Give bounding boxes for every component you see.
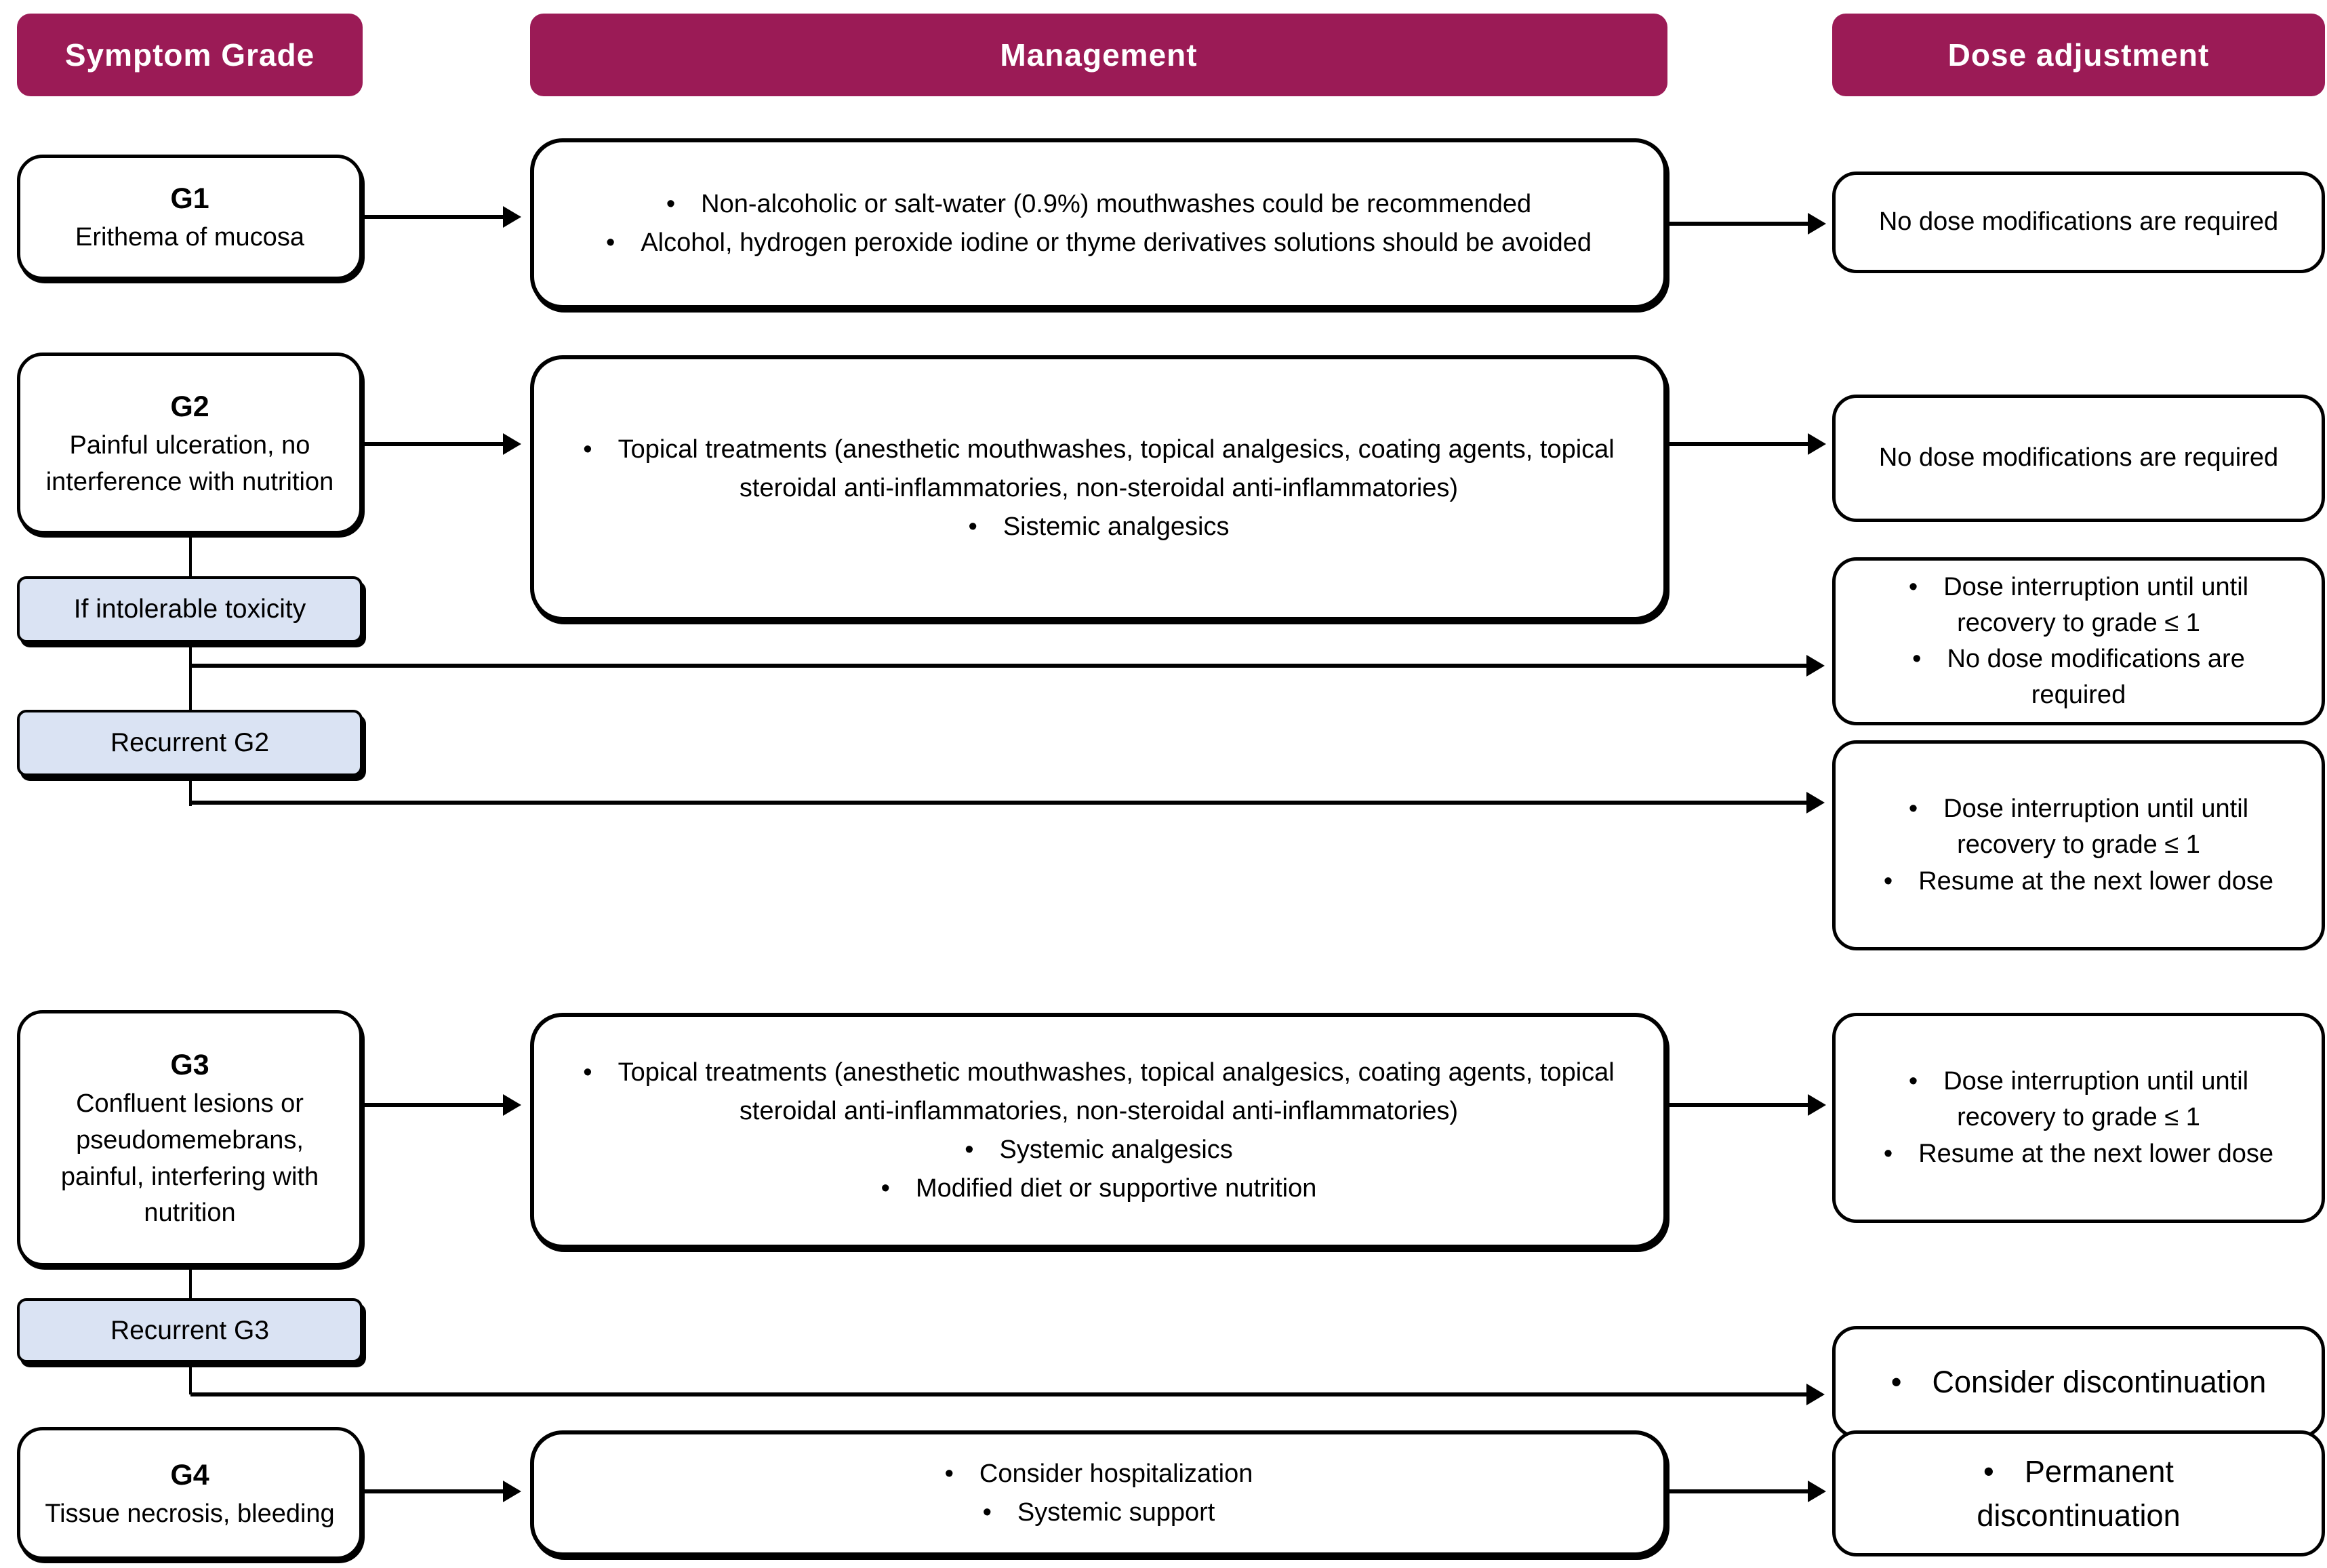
arrow-g4-to-management [364,1481,521,1502]
g4-symptom-description: Tissue necrosis, bleeding [45,1499,335,1528]
arrow-recurrent-g2-to-dose [190,792,1825,813]
g1-management-box: Non-alcoholic or salt-water (0.9%) mouth… [530,138,1667,309]
g1-dose-box: No dose modifications are required [1832,172,2325,273]
arrow-g2-to-dose [1669,433,1826,455]
arrow-g4-to-dose [1669,1481,1826,1502]
management-bullet: Systemic analgesics [578,1131,1620,1169]
g2-grade-label: G2 [170,390,209,423]
arrow-recurrent-g3-to-dose [190,1384,1825,1405]
g1-grade-label: G1 [170,182,209,215]
condition-if-intolerable-toxicity: If intolerable toxicity [17,576,363,643]
management-bullet: Non-alcoholic or salt-water (0.9%) mouth… [578,185,1620,224]
line-g2-to-condition [189,534,192,578]
g2-symptom-box: G2 Painful ulceration, no interference w… [17,353,363,534]
line-recurrent-g2-down [189,776,192,806]
condition-label: Recurrent G3 [110,1315,270,1345]
arrow-g3-to-dose [1669,1094,1826,1116]
arrow-g3-to-management [364,1094,521,1116]
g3-recurrent-dose-box: Consider discontinuation [1832,1326,2325,1438]
g3-management-box: Topical treatments (anesthetic mouthwash… [530,1013,1667,1249]
g2-management-box: Topical treatments (anesthetic mouthwash… [530,355,1667,621]
condition-label: If intolerable toxicity [73,595,306,624]
management-bullet: Topical treatments (anesthetic mouthwash… [578,430,1620,508]
header-symptom-grade: Symptom Grade [17,14,363,96]
arrow-g1-to-management [364,206,521,228]
management-bullet: Topical treatments (anesthetic mouthwash… [578,1053,1620,1131]
arrow-g1-to-dose [1669,213,1826,235]
line-condition-to-recurrent-g2 [189,643,192,711]
g2-dose-box: No dose modifications are required [1832,395,2325,522]
line-recurrent-g3-down [189,1363,192,1394]
header-dose-adjustment: Dose adjustment [1832,14,2325,96]
g3-grade-label: G3 [170,1048,209,1081]
dose-bullet: No dose modifications are required [1863,641,2294,713]
g4-grade-label: G4 [170,1458,209,1491]
dose-bullet: Consider discontinuation [1863,1360,2294,1404]
dose-text: No dose modifications are required [1878,207,2279,237]
g4-symptom-box: G4 Tissue necrosis, bleeding [17,1427,363,1560]
management-bullet: Consider hospitalization [578,1455,1620,1493]
g1-symptom-box: G1 Erithema of mucosa [17,155,363,280]
management-bullet: Systemic support [578,1493,1620,1532]
g3-symptom-description: Confluent lesions or pseudomemebrans, pa… [60,1089,319,1228]
arrow-intolerable-to-dose [190,655,1825,677]
dose-bullet: Dose interruption until until recovery t… [1863,791,2294,863]
g2-intolerable-dose-box: Dose interruption until until recovery t… [1832,557,2325,725]
management-bullet: Modified diet or supportive nutrition [578,1169,1620,1208]
management-bullet: Alcohol, hydrogen peroxide iodine or thy… [578,224,1620,262]
condition-recurrent-g2: Recurrent G2 [17,710,363,776]
g2-recurrent-dose-box: Dose interruption until until recovery t… [1832,740,2325,950]
dose-bullet: Resume at the next lower dose [1863,864,2294,900]
dose-bullet: Dose interruption until until recovery t… [1863,569,2294,641]
dose-bullet: Dose interruption until until recovery t… [1863,1064,2294,1135]
management-bullet: Sistemic analgesics [578,508,1620,546]
g4-dose-box: Permanent discontinuation [1832,1430,2325,1556]
g2-symptom-description: Painful ulceration, no interference with… [45,430,334,496]
g3-symptom-box: G3 Confluent lesions or pseudomemebrans,… [17,1010,363,1266]
line-g3-to-recurrent-g3 [189,1266,192,1298]
dose-bullet: Resume at the next lower dose [1863,1136,2294,1172]
header-management: Management [530,14,1667,96]
arrow-g2-to-management [364,433,521,455]
condition-label: Recurrent G2 [110,728,270,757]
dose-bullet: Permanent discontinuation [1900,1449,2257,1538]
g4-management-box: Consider hospitalization Systemic suppor… [530,1430,1667,1556]
g3-dose-box: Dose interruption until until recovery t… [1832,1013,2325,1223]
dose-text: No dose modifications are required [1878,443,2279,473]
condition-recurrent-g3: Recurrent G3 [17,1298,363,1363]
g1-symptom-description: Erithema of mucosa [75,223,304,252]
